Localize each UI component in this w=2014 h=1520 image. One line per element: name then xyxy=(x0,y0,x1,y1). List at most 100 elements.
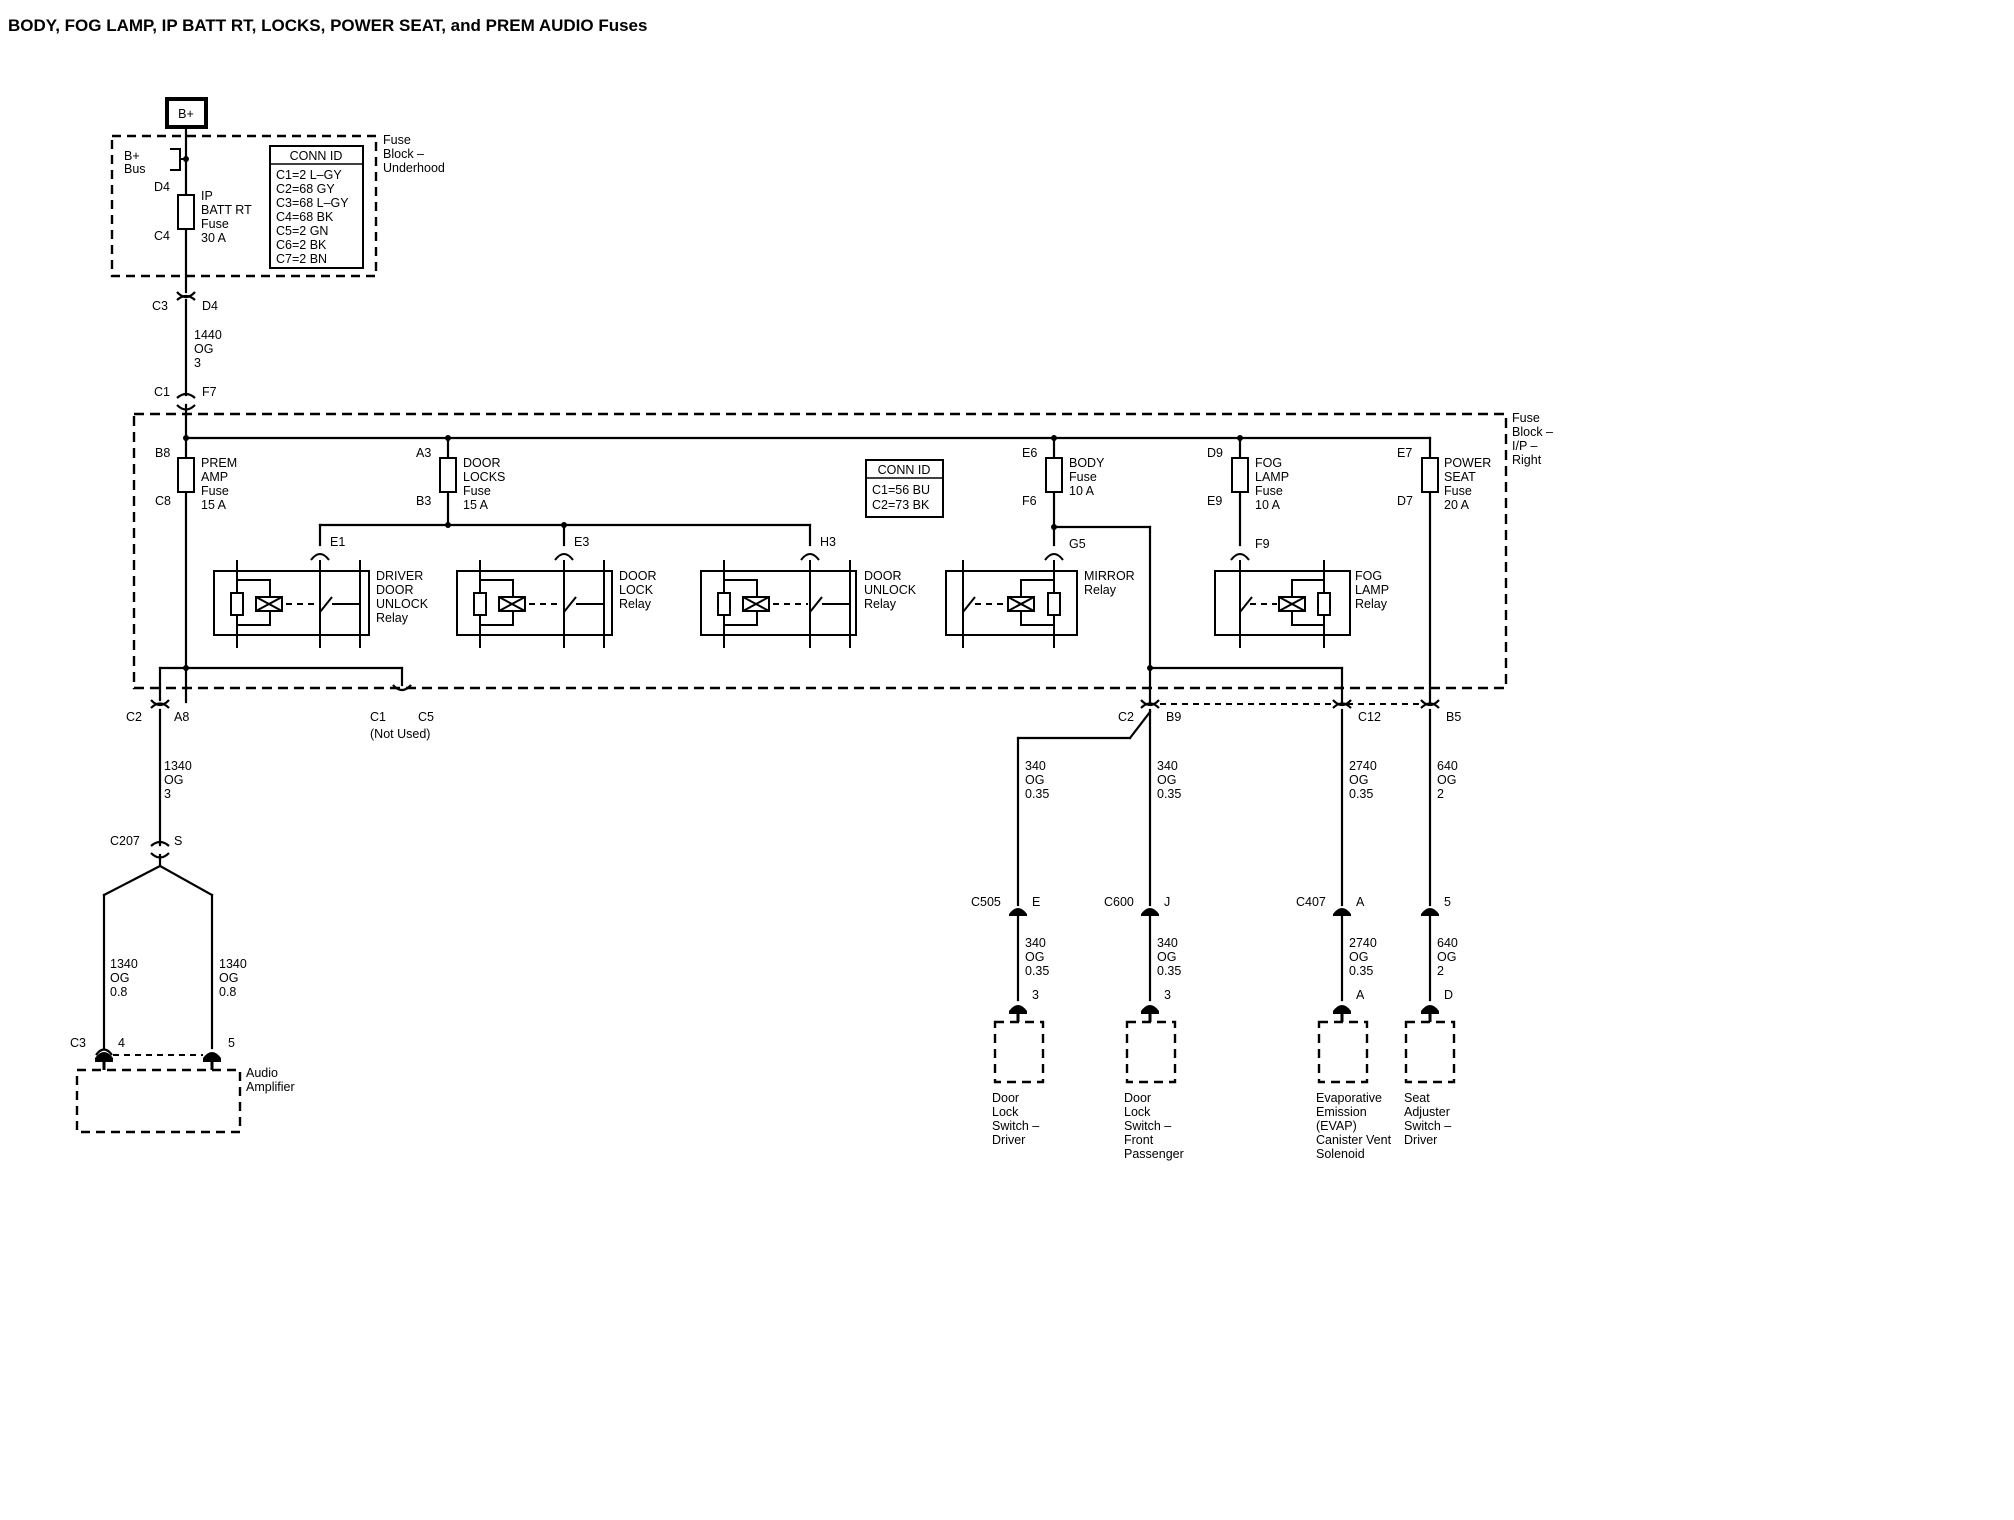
svg-text:UNLOCK: UNLOCK xyxy=(376,597,429,611)
svg-text:J: J xyxy=(1164,895,1170,909)
svg-text:C4=68 BK: C4=68 BK xyxy=(276,210,334,224)
svg-text:Right: Right xyxy=(1512,453,1542,467)
svg-text:C3: C3 xyxy=(152,299,168,313)
svg-text:CONN ID: CONN ID xyxy=(290,149,343,163)
svg-text:H3: H3 xyxy=(820,535,836,549)
svg-text:D4: D4 xyxy=(202,299,218,313)
svg-text:Fuse: Fuse xyxy=(201,484,229,498)
svg-text:3: 3 xyxy=(1032,988,1039,1002)
svg-text:Underhood: Underhood xyxy=(383,161,445,175)
svg-text:Fuse: Fuse xyxy=(383,133,411,147)
svg-text:Relay: Relay xyxy=(619,597,652,611)
svg-text:Evaporative: Evaporative xyxy=(1316,1091,1382,1105)
svg-text:OG: OG xyxy=(1349,773,1368,787)
svg-text:A: A xyxy=(1356,895,1365,909)
svg-text:340: 340 xyxy=(1025,759,1046,773)
svg-text:30 A: 30 A xyxy=(201,231,227,245)
svg-text:4: 4 xyxy=(118,1036,125,1050)
svg-text:C600: C600 xyxy=(1104,895,1134,909)
connector-c2-b9: C2 B9 C12 B5 xyxy=(1118,710,1461,724)
svg-text:A: A xyxy=(1356,988,1365,1002)
b-plus-bus: B+ Bus xyxy=(124,148,186,176)
svg-text:OG: OG xyxy=(1349,950,1368,964)
svg-text:Passenger: Passenger xyxy=(1124,1147,1184,1161)
svg-text:Block –: Block – xyxy=(383,147,424,161)
svg-text:Fuse: Fuse xyxy=(1512,411,1540,425)
fuse-block-ip-right: Fuse Block – I/P – Right B8 C8 PREM AMP … xyxy=(132,411,1553,690)
svg-text:D: D xyxy=(1444,988,1453,1002)
svg-text:F9: F9 xyxy=(1255,537,1270,551)
svg-text:0.35: 0.35 xyxy=(1349,964,1373,978)
svg-text:OG: OG xyxy=(110,971,129,985)
svg-text:3: 3 xyxy=(164,787,171,801)
svg-text:C3=68 L–GY: C3=68 L–GY xyxy=(276,196,349,210)
svg-text:E6: E6 xyxy=(1022,446,1037,460)
fuse-power-seat: E7 D7 POWER SEAT Fuse 20 A xyxy=(1397,446,1491,512)
svg-text:Seat: Seat xyxy=(1404,1091,1430,1105)
relay-labels: E1 DRIVER DOOR UNLOCK Relay E3 DOOR LOCK… xyxy=(330,535,1389,625)
svg-text:640: 640 xyxy=(1437,759,1458,773)
output-door-lock-switch-driver: 340 OG 0.35 C505 E 340 OG 0.35 3 Door Lo… xyxy=(971,759,1049,1147)
battery-terminal: B+ xyxy=(165,97,208,129)
svg-text:OG: OG xyxy=(1437,773,1456,787)
svg-text:C2=73 BK: C2=73 BK xyxy=(872,498,930,512)
conn-id-table-ip: CONN ID C1=56 BU C2=73 BK xyxy=(865,459,944,518)
svg-text:B5: B5 xyxy=(1446,710,1461,724)
svg-text:C1=56 BU: C1=56 BU xyxy=(872,483,930,497)
svg-text:E9: E9 xyxy=(1207,494,1222,508)
svg-text:5: 5 xyxy=(228,1036,235,1050)
svg-text:POWER: POWER xyxy=(1444,456,1491,470)
fuse-block-underhood: Fuse Block – Underhood B+ Bus D4 C4 IP B… xyxy=(110,133,445,278)
svg-text:340: 340 xyxy=(1157,936,1178,950)
svg-text:OG: OG xyxy=(1025,950,1044,964)
svg-text:E7: E7 xyxy=(1397,446,1412,460)
svg-text:1440: 1440 xyxy=(194,328,222,342)
svg-text:0.8: 0.8 xyxy=(219,985,236,999)
svg-text:Fuse: Fuse xyxy=(463,484,491,498)
svg-text:Fuse: Fuse xyxy=(1444,484,1472,498)
svg-text:(Not Used): (Not Used) xyxy=(370,727,430,741)
svg-text:Door: Door xyxy=(1124,1091,1151,1105)
svg-text:10 A: 10 A xyxy=(1069,484,1095,498)
svg-text:C2=68 GY: C2=68 GY xyxy=(276,182,335,196)
svg-text:B+: B+ xyxy=(124,149,140,163)
svg-text:0.35: 0.35 xyxy=(1157,964,1181,978)
svg-text:DOOR: DOOR xyxy=(864,569,902,583)
svg-text:LOCKS: LOCKS xyxy=(463,470,505,484)
svg-text:OG: OG xyxy=(219,971,238,985)
svg-text:Emission: Emission xyxy=(1316,1105,1367,1119)
svg-text:I/P –: I/P – xyxy=(1512,439,1538,453)
svg-text:C207: C207 xyxy=(110,834,140,848)
svg-text:C6=2 BK: C6=2 BK xyxy=(276,238,327,252)
svg-text:Bus: Bus xyxy=(124,162,146,176)
svg-text:A3: A3 xyxy=(416,446,431,460)
svg-text:C2: C2 xyxy=(1118,710,1134,724)
svg-text:OG: OG xyxy=(1025,773,1044,787)
svg-text:3: 3 xyxy=(194,356,201,370)
svg-text:BODY: BODY xyxy=(1069,456,1105,470)
svg-text:LAMP: LAMP xyxy=(1355,583,1389,597)
svg-text:UNLOCK: UNLOCK xyxy=(864,583,917,597)
svg-text:Front: Front xyxy=(1124,1133,1154,1147)
connector-c1-not-used: C1 C5 (Not Used) xyxy=(370,710,434,741)
svg-text:C1: C1 xyxy=(154,385,170,399)
svg-text:Switch –: Switch – xyxy=(1124,1119,1171,1133)
output-door-lock-switch-front-passenger: 340 OG 0.35 C600 J 340 OG 0.35 3 Door Lo… xyxy=(1104,759,1184,1161)
svg-text:1340: 1340 xyxy=(164,759,192,773)
conn-id-table-underhood: CONN ID C1=2 L–GY C2=68 GY C3=68 L–GY C4… xyxy=(269,145,364,269)
svg-text:B+: B+ xyxy=(178,107,194,121)
svg-text:OG: OG xyxy=(1157,950,1176,964)
svg-text:A8: A8 xyxy=(174,710,189,724)
svg-text:OG: OG xyxy=(1157,773,1176,787)
svg-text:B9: B9 xyxy=(1166,710,1181,724)
svg-text:D9: D9 xyxy=(1207,446,1223,460)
svg-text:Switch –: Switch – xyxy=(1404,1119,1451,1133)
svg-text:0.35: 0.35 xyxy=(1157,787,1181,801)
svg-text:2740: 2740 xyxy=(1349,936,1377,950)
svg-text:340: 340 xyxy=(1025,936,1046,950)
svg-text:5: 5 xyxy=(1444,895,1451,909)
svg-text:BATT RT: BATT RT xyxy=(201,203,252,217)
svg-text:OG: OG xyxy=(164,773,183,787)
svg-text:Adjuster: Adjuster xyxy=(1404,1105,1450,1119)
svg-text:1340: 1340 xyxy=(219,957,247,971)
